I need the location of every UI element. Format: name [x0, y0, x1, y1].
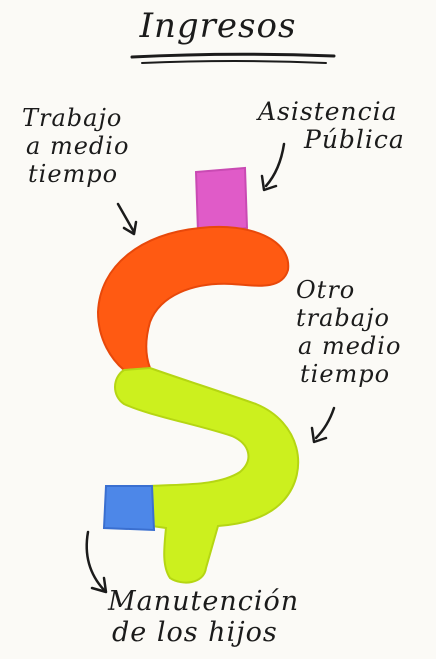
- trabajo-segment: [96, 225, 290, 372]
- label-line: Manutención: [108, 586, 300, 617]
- arrow-trabajo-head: [122, 220, 138, 236]
- arrow-asistencia-head: [260, 174, 278, 192]
- label-line: Asistencia: [258, 97, 398, 126]
- otro-trabajo-segment: [114, 366, 300, 584]
- label-line: a medio: [26, 132, 130, 160]
- label-line: tiempo: [28, 160, 119, 188]
- label-line: Trabajo: [22, 104, 123, 132]
- arrow-icon: [85, 142, 336, 594]
- label-manutencion-hijos: Manutención de los hijos: [108, 586, 408, 648]
- title-underline-2: [141, 60, 327, 64]
- title-underline: [130, 52, 336, 59]
- arrow-manutencion: [85, 530, 106, 592]
- label-line: Pública: [304, 125, 405, 154]
- diagram-title: Ingresos: [139, 6, 297, 46]
- arrow-otro-head: [310, 426, 328, 444]
- label-asistencia-publica: Asistencia Pública: [258, 98, 433, 154]
- label-line: Otro: [296, 276, 356, 304]
- label-line: tiempo: [300, 360, 391, 388]
- arrow-asistencia: [264, 142, 286, 188]
- arrow-trabajo: [116, 202, 136, 234]
- manutencion-segment: [102, 485, 156, 532]
- label-line: trabajo: [296, 304, 390, 332]
- label-otro-trabajo: Otro trabajo a medio tiempo: [296, 276, 432, 388]
- arrow-manutencion-head: [90, 576, 108, 594]
- label-trabajo-medio-tiempo: Trabajo a medio tiempo: [22, 104, 192, 188]
- label-line: de los hijos: [112, 617, 278, 648]
- label-line: a medio: [298, 332, 402, 360]
- arrow-otro: [314, 406, 336, 440]
- asistencia-segment: [194, 166, 249, 234]
